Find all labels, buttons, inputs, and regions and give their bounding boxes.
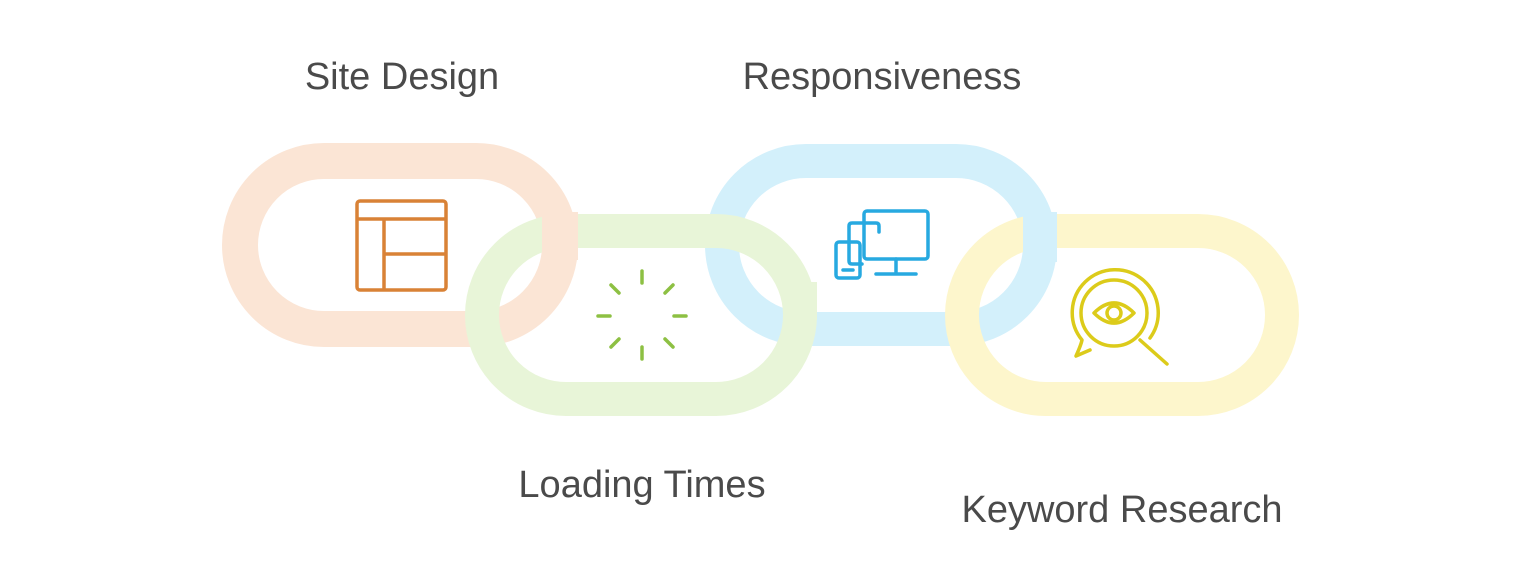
link-label-site-design: Site Design	[304, 56, 500, 98]
chain-link-keyword-research	[945, 214, 1299, 416]
devices-icon	[834, 209, 930, 280]
link-label-loading-times: Loading Times	[518, 464, 766, 506]
layout-icon	[355, 199, 448, 292]
search-eye-icon	[1070, 267, 1169, 366]
link-label-responsiveness: Responsiveness	[742, 56, 1022, 98]
link-label-keyword-research: Keyword Research	[961, 489, 1283, 531]
loading-spinner-icon	[596, 269, 688, 361]
